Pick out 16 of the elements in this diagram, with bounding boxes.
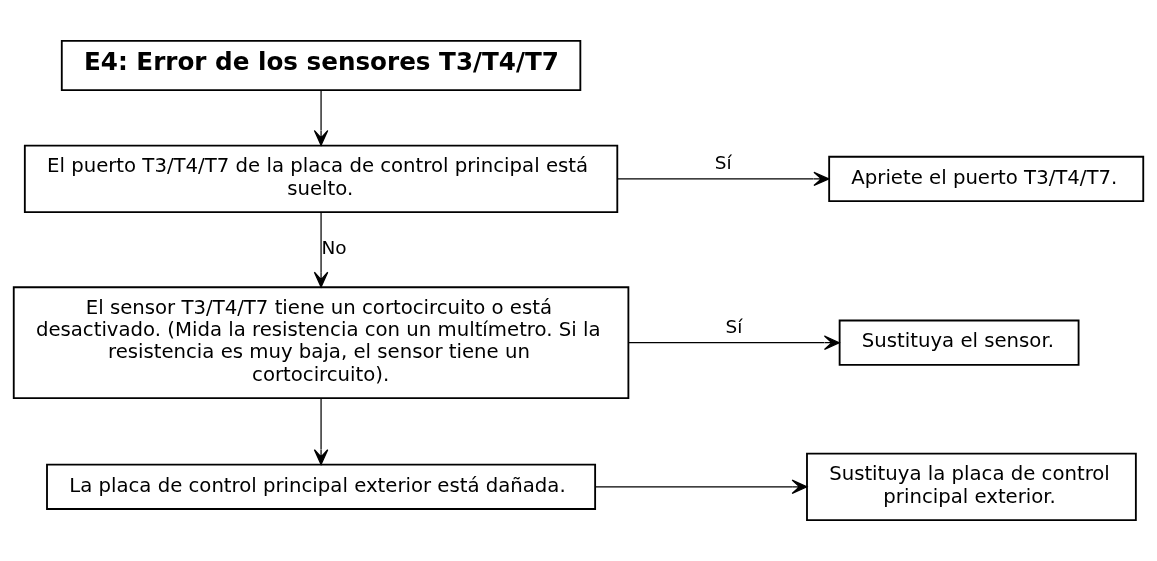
arrow	[313, 397, 329, 466]
arrow	[313, 211, 329, 288]
edge-label: Sí	[714, 152, 732, 174]
node-box: El puerto T3/T4/T7 de la placa de control principal está suelto.	[23, 144, 619, 214]
node-box: E4: Error de los sensores T3/T4/T7	[60, 40, 582, 92]
node-box: Sustituya la placa de control principal exterior.	[806, 452, 1137, 521]
arrow	[617, 171, 830, 187]
arrow	[627, 335, 840, 350]
node-box: El sensor T3/T4/T7 tiene un cortocircuito o está desactivado. (Mida la resistencia con un multímetro. Si la resistencia es muy baja, el sensor tiene un cortocircuito).	[12, 286, 630, 400]
arrow	[594, 479, 808, 495]
arrow	[313, 89, 329, 146]
node-box: Apriete el puerto T3/T4/T7.	[828, 155, 1145, 202]
node-box: La placa de control principal exterior está dañada.	[46, 463, 597, 510]
node-box: Sustituya el sensor.	[838, 319, 1080, 366]
edge-label: No	[321, 237, 347, 259]
edge-label: Sí	[725, 315, 743, 337]
